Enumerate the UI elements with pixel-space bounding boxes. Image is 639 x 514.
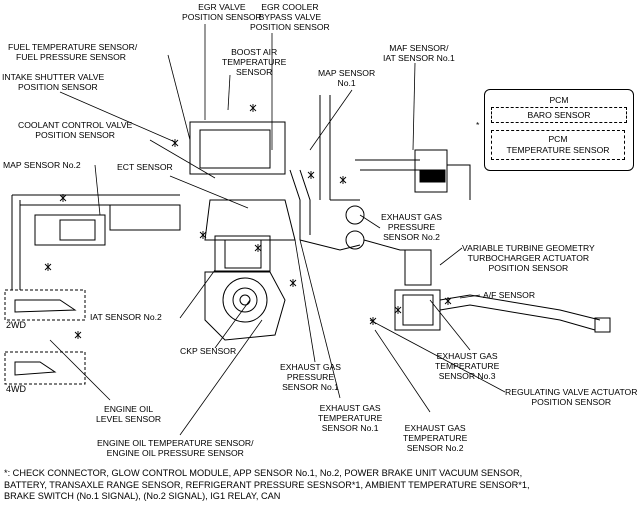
label-line: SENSOR No.1: [282, 382, 339, 392]
footnote-line: *: CHECK CONNECTOR, GLOW CONTROL MODULE,…: [4, 468, 523, 478]
label-map2: MAP SENSOR No.2: [3, 160, 81, 170]
label-line: MAP SENSOR: [318, 68, 376, 78]
label-ckp: CKP SENSOR: [180, 346, 237, 356]
label-egr-cooler: EGR COOLER BYPASS VALVE POSITION SENSOR: [250, 2, 330, 32]
label-af: A/F SENSOR: [483, 290, 536, 300]
label-line: SENSOR No.2: [406, 443, 464, 453]
label-line: SENSOR No.1: [321, 423, 379, 433]
label-boost-air: BOOST AIR TEMPERATURE SENSOR: [222, 47, 286, 77]
pcm-box: PCM BARO SENSOR PCM TEMPERATURE SENSOR: [484, 89, 634, 171]
label-line: SENSOR No.3: [438, 371, 496, 381]
label-engine-oil-level: ENGINE OIL LEVEL SENSOR: [96, 404, 161, 424]
footnote-line: BRAKE SWITCH (No.1 SIGNAL), (No.2 SIGNAL…: [4, 491, 281, 501]
label-line: EXHAUST GAS: [436, 351, 498, 361]
footnote-line: BATTERY, TRANSAXLE RANGE SENSOR, REFRIGE…: [4, 479, 530, 490]
label-vtg: VARIABLE TURBINE GEOMETRY TURBOCHARGER A…: [462, 243, 595, 273]
pcm-temp-line: TEMPERATURE SENSOR: [506, 145, 610, 155]
label-egr-valve: EGR VALVE POSITION SENSOR: [182, 2, 262, 22]
pcm-temp-sensor-box: PCM TEMPERATURE SENSOR: [491, 130, 625, 160]
label-line: POSITION SENSOR: [18, 82, 98, 92]
label-exh-gas-t2: EXHAUST GAS TEMPERATURE SENSOR No.2: [403, 423, 467, 453]
label-line: INTAKE SHUTTER VALVE: [2, 72, 105, 82]
exhaust-pipes: [299, 205, 611, 333]
label-line: MAF SENSOR/: [389, 43, 449, 53]
tag-4wd: 4WD: [6, 384, 26, 394]
label-exh-gas-t3: EXHAUST GAS TEMPERATURE SENSOR No.3: [435, 351, 499, 381]
label-line: POSITION SENSOR: [531, 397, 612, 407]
label-line: SENSOR No.2: [383, 232, 440, 242]
label-line: EXHAUST GAS: [280, 362, 341, 372]
label-coolant-control: COOLANT CONTROL VALVE POSITION SENSOR: [18, 120, 132, 140]
label-line: TEMPERATURE: [403, 433, 468, 443]
baro-sensor-box: BARO SENSOR: [491, 107, 627, 123]
pcm-temp-line: PCM: [548, 134, 568, 144]
label-line: No.1: [337, 78, 356, 88]
sensor-markers: [44, 104, 452, 339]
baro-sensor-label: BARO SENSOR: [527, 110, 591, 120]
label-line: COOLANT CONTROL VALVE: [18, 120, 133, 130]
label-line: IAT SENSOR No.1: [383, 53, 455, 63]
label-line: POSITION SENSOR: [250, 22, 330, 32]
label-line: LEVEL SENSOR: [96, 414, 162, 424]
label-line: FUEL PRESSURE SENSOR: [16, 52, 126, 62]
label-line: FUEL TEMPERATURE SENSOR/: [8, 42, 138, 52]
pcm-asterisk: *: [476, 120, 480, 130]
label-line: SENSOR: [236, 67, 273, 77]
label-line: EGR COOLER: [261, 2, 319, 12]
footnote: *: CHECK CONNECTOR, GLOW CONTROL MODULE,…: [4, 468, 530, 503]
tag-2wd: 2WD: [6, 320, 26, 330]
label-line: TEMPERATURE: [222, 57, 287, 67]
label-exh-gas-p1: EXHAUST GAS PRESSURE SENSOR No.1: [280, 362, 341, 392]
label-line: PRESSURE: [387, 222, 436, 232]
label-line: POSITION SENSOR: [35, 130, 116, 140]
label-line: BOOST AIR: [231, 47, 278, 57]
label-exh-gas-t1: EXHAUST GAS TEMPERATURE SENSOR No.1: [318, 403, 382, 433]
label-line: PRESSURE: [286, 372, 335, 382]
leader-lines: [49, 24, 506, 436]
label-line: POSITION SENSOR: [182, 12, 262, 22]
drive-boxes: [4, 289, 86, 385]
label-line: EXHAUST GAS: [404, 423, 466, 433]
label-iat2: IAT SENSOR No.2: [90, 312, 162, 322]
label-line: TEMPERATURE: [435, 361, 500, 371]
label-line: TEMPERATURE: [318, 413, 383, 423]
engine-block: [189, 121, 296, 341]
label-engine-oil-temp: ENGINE OIL TEMPERATURE SENSOR/ ENGINE OI…: [97, 438, 253, 458]
label-line: REGULATING VALVE ACTUATOR: [505, 387, 638, 397]
label-line: EGR VALVE: [198, 2, 246, 12]
label-map1: MAP SENSOR No.1: [318, 68, 375, 88]
label-line: ENGINE OIL PRESSURE SENSOR: [106, 448, 244, 458]
label-line: TURBOCHARGER ACTUATOR: [467, 253, 590, 263]
label-line: VARIABLE TURBINE GEOMETRY: [462, 243, 595, 253]
label-maf: MAF SENSOR/ IAT SENSOR No.1: [383, 43, 455, 63]
pcm-title: PCM: [549, 95, 569, 105]
label-line: ENGINE OIL: [103, 404, 154, 414]
label-fuel-temp: FUEL TEMPERATURE SENSOR/ FUEL PRESSURE S…: [8, 42, 137, 62]
label-exh-gas-p2: EXHAUST GAS PRESSURE SENSOR No.2: [381, 212, 442, 242]
label-line: ENGINE OIL TEMPERATURE SENSOR/: [97, 438, 254, 448]
label-ect: ECT SENSOR: [117, 162, 173, 172]
label-reg-valve: REGULATING VALVE ACTUATOR POSITION SENSO…: [505, 387, 637, 407]
label-line: EXHAUST GAS: [381, 212, 442, 222]
label-line: BYPASS VALVE: [258, 12, 322, 22]
label-line: POSITION SENSOR: [488, 263, 569, 273]
label-line: EXHAUST GAS: [319, 403, 381, 413]
label-intake-shutter: INTAKE SHUTTER VALVE POSITION SENSOR: [2, 72, 104, 92]
